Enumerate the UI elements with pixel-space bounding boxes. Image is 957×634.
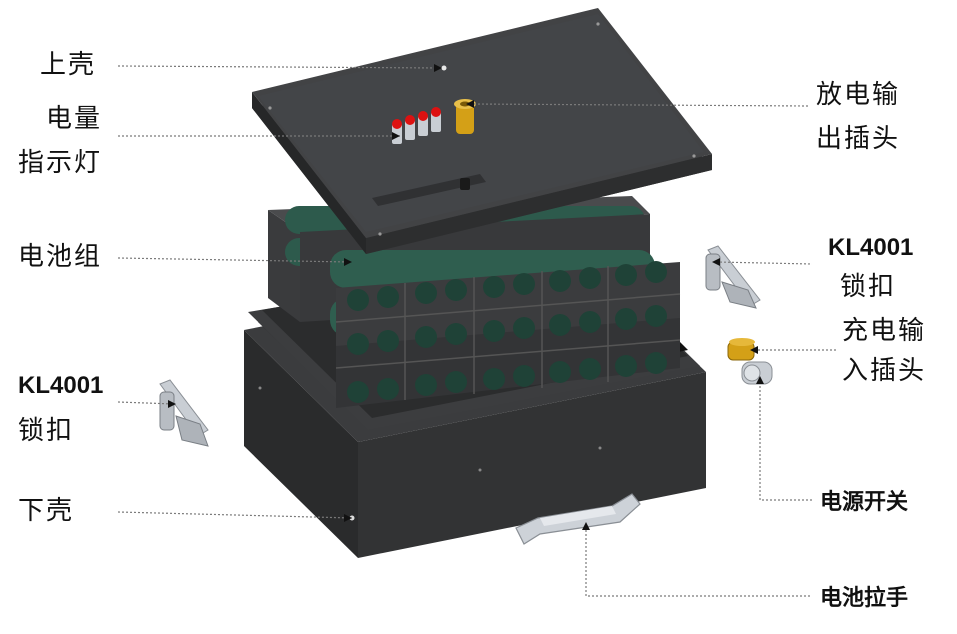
label-power-switch: 电源开关 [820, 490, 909, 515]
label-right-lock-code: KL4001 [828, 234, 914, 261]
label-charge-line1: 充电输 [842, 316, 927, 346]
label-lower-shell: 下壳 [18, 496, 75, 526]
label-left-lock-name: 锁扣 [18, 416, 75, 446]
cell-ends [347, 261, 667, 403]
indicator-lights [392, 107, 441, 144]
label-discharge-line2: 出插头 [816, 124, 901, 154]
discharge-connector-icon [454, 99, 476, 134]
label-discharge-line1: 放电输 [816, 80, 901, 110]
label-right-lock-name: 锁扣 [840, 272, 897, 302]
holder-dividers [335, 266, 681, 400]
label-upper-shell: 上壳 [40, 50, 97, 80]
label-left-lock-code: KL4001 [18, 372, 104, 399]
label-battery-handle: 电池拉手 [820, 586, 909, 611]
charge-connector-icon [727, 338, 755, 361]
label-indicator-line2: 指示灯 [18, 148, 103, 178]
leader-arrowheads [168, 64, 764, 530]
left-latch-icon [159, 379, 209, 447]
right-latch-icon [705, 245, 761, 309]
top-vent-slots [372, 174, 486, 206]
upper-shell [252, 8, 712, 254]
leader-lines [117, 65, 838, 597]
label-battery-pack: 电池组 [18, 242, 103, 272]
label-charge-line2: 入插头 [842, 356, 927, 386]
label-indicator-line1: 电量 [46, 104, 103, 134]
power-switch-icon [741, 361, 773, 385]
battery-handle-icon [515, 493, 641, 545]
